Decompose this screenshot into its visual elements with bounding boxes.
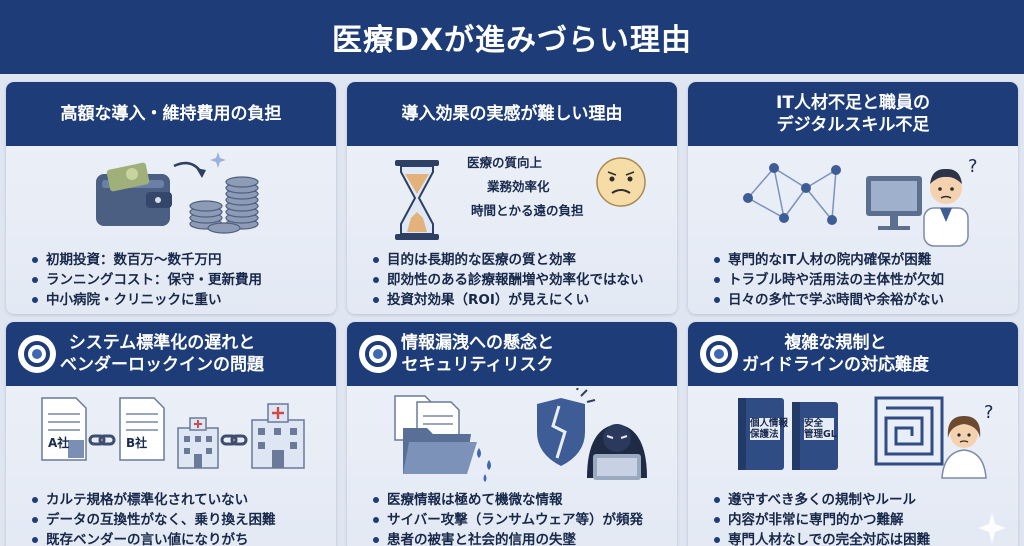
page-title: 医療DXが進みづらい理由 xyxy=(331,23,693,58)
broken-shield-icon xyxy=(537,383,596,466)
network-icon xyxy=(743,163,841,225)
list-item: 患者の被害と社会的信用の失墜 xyxy=(373,530,669,546)
chain-icon xyxy=(220,434,248,446)
card-cost: 高額な導入・維持費用の負担 xyxy=(6,82,336,314)
list-item: 既存ベンダーの言い値になりがち xyxy=(32,530,328,546)
card-regulation: 複雑な規制と ガイドラインの対応難度 xyxy=(688,322,1018,546)
card-it-staff: IT人材不足と職員の デジタルスキル不足 xyxy=(688,82,1018,314)
document-icon xyxy=(41,397,87,461)
list-item: ランニングコスト：保守・更新費用 xyxy=(32,270,328,290)
hourglass-icon xyxy=(395,160,439,240)
list-item: データの互換性がなく、乗り換え困難 xyxy=(32,510,328,530)
effect-illustration: 医療の質向上 業務効率化 時間とかる遠の負担 xyxy=(347,148,677,248)
regulation-bullets: 遵守すべき多くの規制やルール 内容が非常に専門的かつ難解 専門人材なしでの完全対… xyxy=(714,490,1010,546)
list-item: 医療情報は極めて機微な情報 xyxy=(373,490,669,510)
vendor-a-label: A社 xyxy=(48,436,70,450)
hacker-icon xyxy=(587,424,647,480)
safety-guideline-label: 安全 管理GL xyxy=(804,418,837,440)
card-security: 情報漏洩への懸念と セキュリティリスク xyxy=(347,322,677,546)
list-item: トラブル時や活用法の主体性が欠如 xyxy=(714,270,1010,290)
header-banner: 医療DXが進みづらい理由 xyxy=(0,0,1024,74)
chain-icon xyxy=(88,434,116,446)
card-effect: 導入効果の実感が難しい理由 医療の質向上 業務効率化 時間とかる遠の負担 xyxy=(347,82,677,314)
burden-label: 時間とかる遠の負担 xyxy=(471,203,584,218)
list-item: 即効性のある診療報酬増や効率化ではない xyxy=(373,270,669,290)
list-item: カルテ規格が標準化されていない xyxy=(32,490,328,510)
privacy-law-label: 個人情報 保護法 xyxy=(750,418,789,440)
sparkle-icon xyxy=(978,512,1006,544)
card-heading: システム標準化の遅れと ベンダーロックインの問題 xyxy=(6,322,336,386)
wallet-icon xyxy=(96,162,172,226)
card-heading: IT人材不足と職員の デジタルスキル不足 xyxy=(688,82,1018,146)
svg-text:?: ? xyxy=(984,402,994,423)
efficiency-label: 業務効率化 xyxy=(487,179,550,194)
leaking-folder-icon xyxy=(394,395,491,482)
list-item: サイバー攻撃（ランサムウェア等）が頻発 xyxy=(373,510,669,530)
quality-label: 医療の質向上 xyxy=(467,155,543,170)
it-bullets: 専門的なIT人材の院内確保が困難 トラブル時や活用法の主体性が欠如 日々の多忙で… xyxy=(714,250,1010,310)
target-ring-icon xyxy=(359,335,397,373)
confused-woman-icon: ? xyxy=(941,402,994,479)
card-standardization: システム標準化の遅れと ベンダーロックインの問題 xyxy=(6,322,336,546)
card-heading: 導入効果の実感が難しい理由 xyxy=(347,82,677,146)
list-item: 遵守すべき多くの規制やルール xyxy=(714,490,1010,510)
coin-stack-icon xyxy=(189,176,259,234)
guideline-book-icon xyxy=(792,402,838,470)
hospital-icon xyxy=(177,417,219,469)
cost-bullets: 初期投資：数百万〜数千万円 ランニングコスト：保守・更新費用 中小病院・クリニッ… xyxy=(32,250,328,310)
regulation-illustration: ? 個人情報 保護法 安全 管理GL xyxy=(688,388,1018,488)
card-heading: 高額な導入・維持費用の負担 xyxy=(6,82,336,146)
sparkle-icon xyxy=(210,152,226,168)
list-item: 初期投資：数百万〜数千万円 xyxy=(32,250,328,270)
list-item: 投資対効果（ROI）が見えにくい xyxy=(373,290,669,310)
list-item: 目的は長期的な医療の質と効率 xyxy=(373,250,669,270)
hospital-icon xyxy=(251,403,305,469)
target-ring-icon xyxy=(18,335,56,373)
list-item: 専門的なIT人材の院内確保が困難 xyxy=(714,250,1010,270)
security-bullets: 医療情報は極めて機微な情報 サイバー攻撃（ランサムウェア等）が頻発 患者の被害と… xyxy=(373,490,669,546)
cost-illustration xyxy=(6,148,336,248)
list-item: 日々の多忙で学ぶ時間や余裕がない xyxy=(714,290,1010,310)
monitor-icon xyxy=(866,176,922,230)
standardization-bullets: カルテ規格が標準化されていない データの互換性がなく、乗り換え困難 既存ベンダー… xyxy=(32,490,328,546)
card-heading: 複雑な規制と ガイドラインの対応難度 xyxy=(688,322,1018,386)
card-heading: 情報漏洩への懸念と セキュリティリスク xyxy=(347,322,677,386)
it-illustration: ? xyxy=(688,148,1018,248)
maze-icon xyxy=(874,396,944,466)
worried-face-icon xyxy=(596,157,646,207)
list-item: 専門人材なしでの完全対応は困難 xyxy=(714,530,1010,546)
target-ring-icon xyxy=(700,335,738,373)
effect-bullets: 目的は長期的な医療の質と効率 即効性のある診療報酬増や効率化ではない 投資対効果… xyxy=(373,250,669,310)
svg-text:?: ? xyxy=(968,156,978,177)
list-item: 中小病院・クリニックに重い xyxy=(32,290,328,310)
standardization-illustration: A社 B社 xyxy=(6,388,336,488)
document-icon xyxy=(119,397,165,461)
confused-staff-icon: ? xyxy=(923,156,978,247)
security-illustration xyxy=(347,383,677,488)
list-item: 内容が非常に専門的かつ難解 xyxy=(714,510,1010,530)
vendor-b-label: B社 xyxy=(126,436,148,450)
law-book-icon xyxy=(738,398,784,470)
